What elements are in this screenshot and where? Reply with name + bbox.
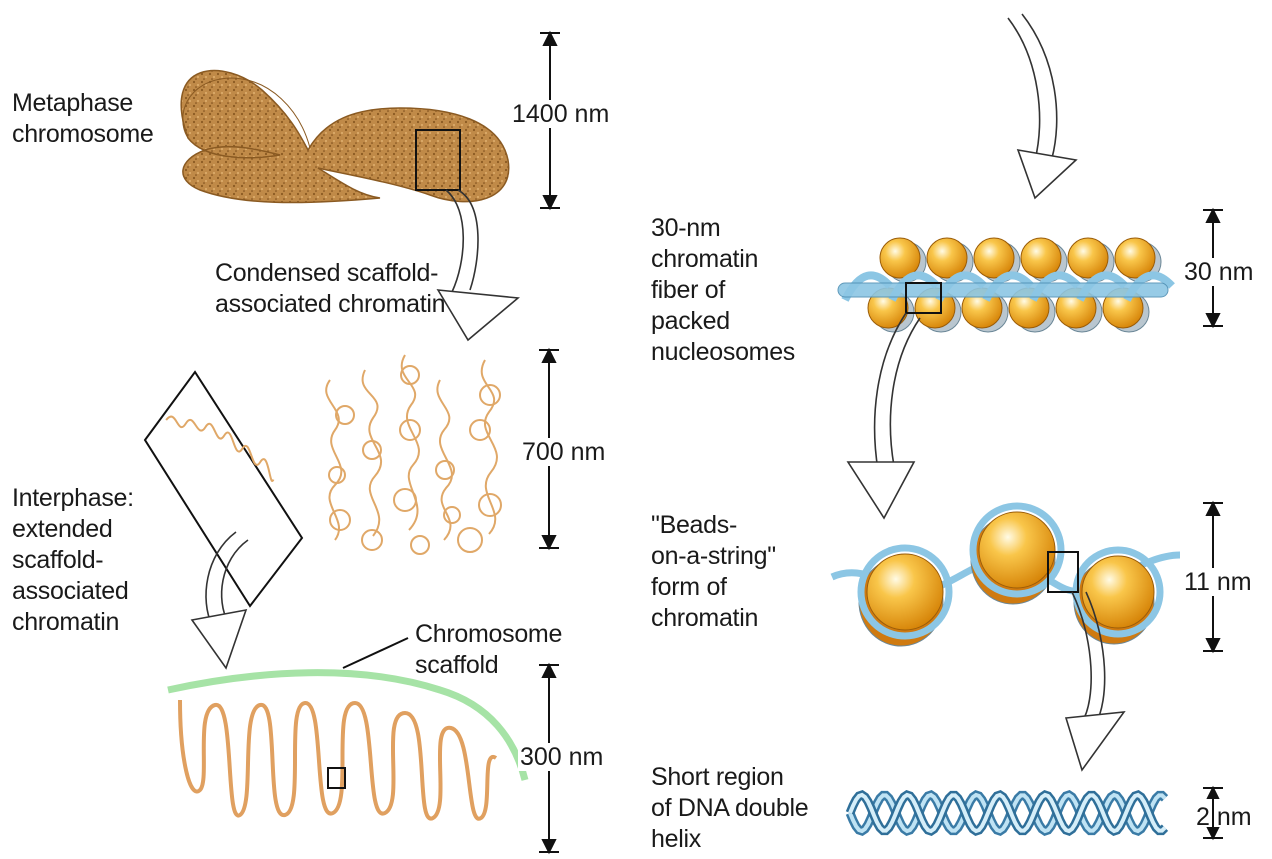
arrow-icon bbox=[848, 313, 920, 518]
measurement-bars bbox=[539, 33, 1223, 852]
measure-2nm: 2 nm bbox=[1196, 803, 1252, 831]
nucleosome bbox=[1082, 556, 1154, 628]
condensed-chromatin-loops bbox=[326, 355, 501, 554]
dna-double-helix bbox=[850, 795, 1165, 831]
chromatin-fiber-30nm bbox=[838, 238, 1172, 332]
label-metaphase-chromosome: Metaphase chromosome bbox=[12, 88, 154, 150]
label-30nm-fiber: 30-nm chromatin fiber of packed nucleoso… bbox=[651, 213, 795, 368]
measure-300nm: 300 nm bbox=[518, 743, 605, 771]
label-chromosome-scaffold: Chromosome scaffold bbox=[415, 619, 562, 681]
metaphase-chromosome bbox=[181, 71, 509, 203]
nucleosome bbox=[867, 554, 943, 630]
label-dna-double-helix: Short region of DNA double helix bbox=[651, 762, 808, 855]
measure-1400nm: 1400 nm bbox=[510, 100, 611, 128]
label-beads-on-a-string: "Beads- on-a-string" form of chromatin bbox=[651, 510, 776, 634]
arrow-icon bbox=[438, 190, 518, 340]
fiber-axis bbox=[838, 283, 1168, 297]
measure-30nm: 30 nm bbox=[1182, 258, 1255, 286]
label-interphase-chromatin: Interphase: extended scaffold- associate… bbox=[12, 483, 134, 638]
nucleosome bbox=[979, 512, 1055, 588]
measure-11nm: 11 nm bbox=[1182, 568, 1254, 596]
measure-700nm: 700 nm bbox=[520, 438, 607, 466]
arrow-icon bbox=[1008, 14, 1076, 198]
inset-box bbox=[145, 372, 302, 606]
label-condensed-chromatin: Condensed scaffold- associated chromatin bbox=[215, 258, 445, 320]
beads-on-a-string bbox=[832, 506, 1180, 646]
